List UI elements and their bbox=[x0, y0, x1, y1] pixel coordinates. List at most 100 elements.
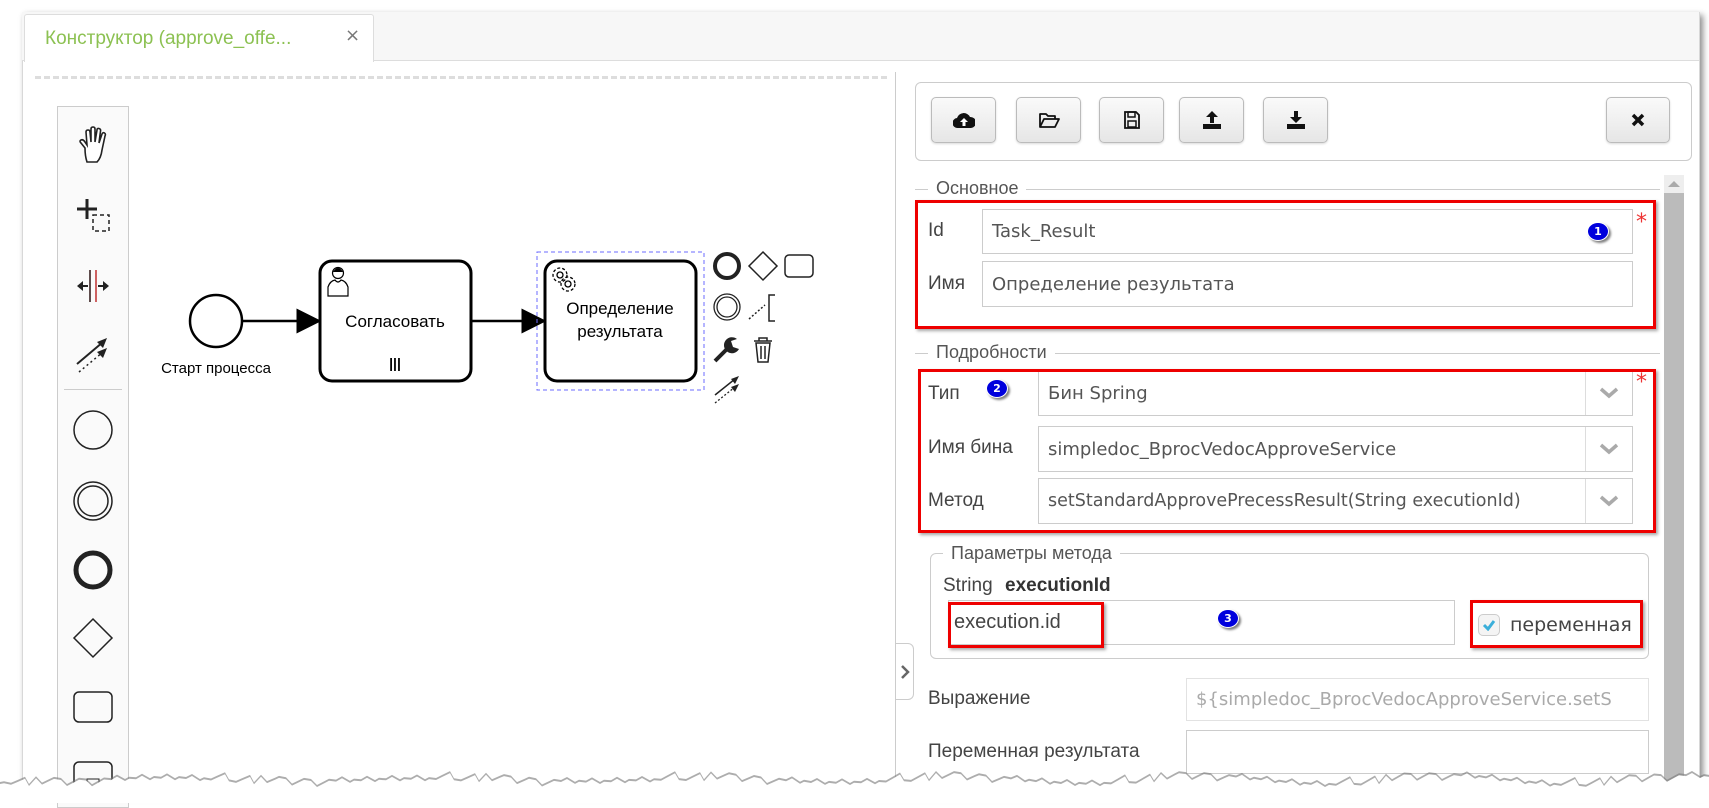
save-button[interactable] bbox=[1099, 97, 1164, 143]
global-connect-tool[interactable] bbox=[58, 324, 128, 384]
collapse-panel-handle[interactable] bbox=[896, 643, 914, 700]
param-type: String bbox=[943, 575, 993, 596]
user-icon bbox=[327, 266, 349, 297]
method-params-fieldset bbox=[930, 553, 1649, 659]
cloud-upload-icon bbox=[952, 113, 975, 129]
callout-badge-3: 3 bbox=[1217, 609, 1239, 628]
folder-open-icon bbox=[1038, 113, 1060, 128]
start-event[interactable] bbox=[188, 293, 244, 349]
method-select[interactable]: setStandardApprovePrecessResult(String e… bbox=[1038, 478, 1633, 524]
type-select[interactable]: Бин Spring bbox=[1038, 370, 1633, 416]
task-determine-result[interactable] bbox=[543, 259, 698, 383]
chevron-right-icon bbox=[900, 664, 910, 679]
torn-edge bbox=[0, 771, 1709, 803]
save-icon bbox=[1123, 111, 1140, 129]
append-text-annotation-icon[interactable] bbox=[747, 291, 779, 323]
bean-name-value: simpledoc_BprocVedocApproveService bbox=[1048, 438, 1397, 460]
properties-toolbar bbox=[915, 82, 1692, 161]
required-marker: * bbox=[1636, 210, 1647, 235]
section-details-legend: Подробности bbox=[928, 342, 1055, 363]
bean-name-select[interactable]: simpledoc_BprocVedocApproveService bbox=[1038, 426, 1633, 472]
type-value: Бин Spring bbox=[1048, 382, 1148, 404]
checkbox-checked-icon[interactable] bbox=[1478, 614, 1500, 636]
triangle-up-icon bbox=[1668, 181, 1680, 187]
callout-badge-2: 2 bbox=[986, 379, 1008, 398]
space-tool-icon bbox=[77, 270, 109, 302]
close-panel-button[interactable] bbox=[1606, 97, 1670, 143]
trash-icon[interactable] bbox=[747, 333, 779, 365]
name-input[interactable]: Определение результата bbox=[982, 261, 1633, 307]
close-icon bbox=[1631, 113, 1645, 127]
append-end-event-icon[interactable] bbox=[711, 250, 743, 282]
method-params-legend: Параметры метода bbox=[943, 543, 1120, 564]
task1-label: Согласовать bbox=[345, 312, 445, 331]
deploy-button[interactable] bbox=[931, 97, 996, 143]
id-input[interactable]: Task_Result bbox=[982, 209, 1633, 254]
intermediate-event-icon bbox=[73, 481, 113, 521]
variable-checkbox[interactable]: переменная bbox=[1478, 609, 1638, 641]
panel-divider bbox=[895, 72, 896, 792]
space-tool[interactable] bbox=[58, 256, 128, 316]
connect-icon[interactable] bbox=[711, 373, 743, 405]
section-divider bbox=[915, 189, 1660, 190]
task-icon bbox=[73, 691, 113, 723]
palette bbox=[57, 106, 129, 808]
hand-tool[interactable] bbox=[58, 116, 128, 176]
gateway-icon bbox=[72, 617, 114, 659]
method-value: setStandardApprovePrecessResult(String e… bbox=[1048, 491, 1521, 511]
gateway-tool[interactable] bbox=[58, 608, 128, 668]
scrollbar[interactable] bbox=[1664, 175, 1684, 795]
param-name: executionId bbox=[1005, 575, 1111, 596]
open-button[interactable] bbox=[1016, 97, 1081, 143]
intermediate-event-tool[interactable] bbox=[58, 471, 128, 531]
type-label: Тип bbox=[928, 383, 960, 404]
append-task-icon[interactable] bbox=[783, 250, 815, 282]
selection-outline bbox=[536, 251, 705, 391]
expression-input[interactable]: ${simpledoc_BprocVedocApproveService.set… bbox=[1186, 678, 1649, 721]
tab-close-button[interactable]: × bbox=[345, 25, 361, 46]
scroll-up-button[interactable] bbox=[1664, 175, 1684, 193]
end-event-icon bbox=[73, 550, 113, 590]
result-variable-input[interactable] bbox=[1186, 730, 1649, 774]
start-event-icon bbox=[73, 410, 113, 450]
upload-icon bbox=[1202, 111, 1221, 129]
task-tool[interactable] bbox=[58, 677, 128, 737]
id-label: Id bbox=[928, 220, 944, 241]
task2-label-line1: Определение bbox=[566, 299, 674, 318]
method-label: Метод bbox=[928, 490, 984, 511]
start-event-label: Старт процесса bbox=[161, 360, 271, 377]
lasso-tool[interactable] bbox=[58, 185, 128, 245]
start-event-tool[interactable] bbox=[58, 400, 128, 460]
chevron-down-icon bbox=[1585, 479, 1632, 523]
append-gateway-icon[interactable] bbox=[747, 250, 779, 282]
end-event-tool[interactable] bbox=[58, 540, 128, 600]
wrench-icon[interactable] bbox=[711, 333, 743, 365]
hand-icon bbox=[79, 126, 107, 163]
lasso-icon bbox=[77, 199, 110, 232]
import-button[interactable] bbox=[1263, 97, 1328, 143]
tab-constructor[interactable]: Конструктор (approve_offe... × bbox=[24, 14, 374, 62]
canvas-border bbox=[35, 76, 887, 79]
tab-title: Конструктор (approve_offe... bbox=[45, 28, 292, 49]
bean-name-label: Имя бина bbox=[928, 437, 1013, 458]
gear-icon bbox=[552, 267, 576, 292]
result-variable-label: Переменная результата bbox=[928, 741, 1140, 762]
diagram-svg: ||| Согласовать Определение результата С… bbox=[161, 251, 705, 391]
chevron-down-icon bbox=[1585, 371, 1632, 415]
export-button[interactable] bbox=[1179, 97, 1244, 143]
callout-badge-1: 1 bbox=[1587, 222, 1609, 241]
append-intermediate-event-icon[interactable] bbox=[711, 291, 743, 323]
connect-icon bbox=[76, 338, 107, 373]
section-main-legend: Основное bbox=[928, 178, 1027, 199]
section-divider bbox=[915, 353, 1660, 354]
variable-label: переменная bbox=[1510, 614, 1632, 636]
expression-label: Выражение bbox=[928, 688, 1031, 709]
parallel-multi-instance-marker: ||| bbox=[389, 355, 401, 371]
name-label: Имя bbox=[928, 273, 966, 294]
required-marker: * bbox=[1636, 370, 1647, 395]
palette-separator bbox=[64, 389, 122, 390]
download-icon bbox=[1286, 111, 1305, 129]
task2-label-line2: результата bbox=[577, 322, 663, 341]
param-value-input[interactable]: execution.id bbox=[948, 600, 1455, 645]
chevron-down-icon bbox=[1585, 427, 1632, 471]
